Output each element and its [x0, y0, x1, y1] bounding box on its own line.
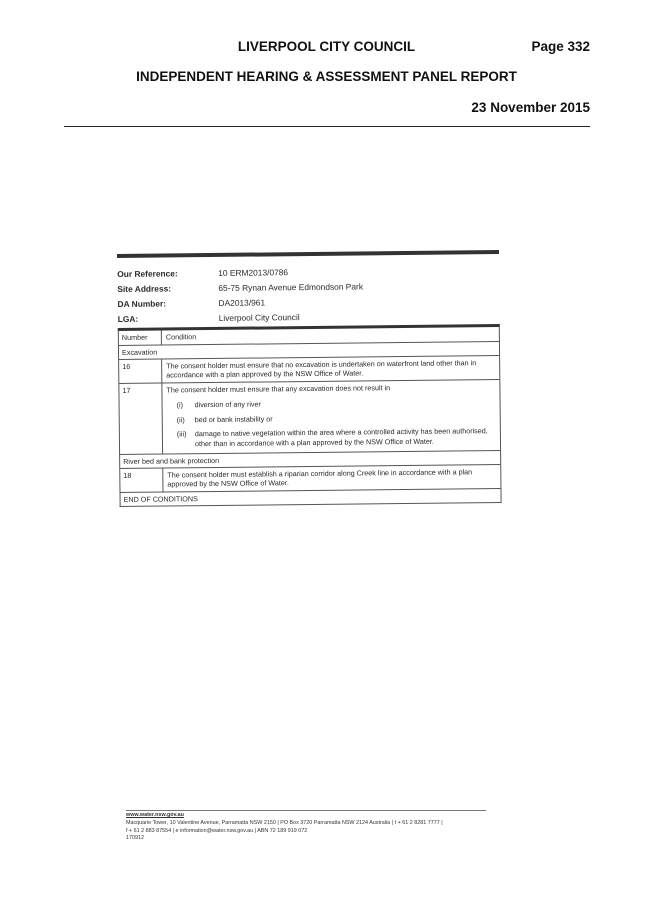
lga-label: LGA:	[117, 313, 139, 324]
sub-item-number: (ii)	[176, 414, 185, 424]
sub-item-text: diversion of any river	[194, 399, 261, 410]
sub-item-number: (i)	[176, 400, 184, 410]
report-title: INDEPENDENT HEARING & ASSESSMENT PANEL R…	[136, 69, 517, 84]
footer-block: www.water.nsw.gov.au Macquarie Tower, 10…	[126, 812, 526, 843]
reference-value: 10 ERM2013/0786	[218, 266, 289, 278]
scanned-conditions-document: Our Reference: 10 ERM2013/0786 Site Addr…	[117, 249, 502, 508]
end-row: END OF CONDITIONS	[121, 489, 501, 506]
condition-number: 16	[119, 359, 163, 384]
sub-item: (iii) damage to native vegetation within…	[167, 426, 496, 449]
footer-divider	[126, 810, 486, 811]
sub-item-text: bed or bank instability or	[194, 413, 273, 424]
sub-item: (i) diversion of any river	[167, 397, 496, 410]
header-divider	[64, 126, 590, 127]
condition-row-17: 17 The consent holder must ensure that a…	[119, 380, 501, 455]
reference-label: Our Reference:	[117, 267, 178, 279]
condition-number: 17	[119, 383, 164, 454]
condition-cell: The consent holder must ensure that any …	[162, 380, 500, 453]
footer-address: Macquarie Tower, 10 Valentine Avenue, Pa…	[126, 819, 443, 826]
lga-value: Liverpool City Council	[218, 311, 300, 323]
condition-number: 18	[120, 468, 164, 493]
footer-code: 170912	[126, 835, 144, 842]
da-number-value: DA2013/961	[218, 296, 266, 308]
site-address-label: Site Address:	[117, 282, 172, 294]
conditions-table: Number Condition Excavation 16 The conse…	[117, 323, 502, 508]
reference-block: Our Reference: 10 ERM2013/0786 Site Addr…	[117, 262, 500, 326]
sub-item: (ii) bed or bank instability or	[167, 412, 496, 425]
condition-text: The consent holder must ensure that any …	[166, 383, 391, 395]
page-number: Page 332	[531, 39, 590, 54]
site-address-value: 65-75 Rynan Avenue Edmondson Park	[218, 280, 364, 293]
section-title: River bed and bank protection	[123, 455, 220, 466]
report-date: 23 November 2015	[471, 100, 590, 115]
footer-contact: f + 61 2 883 87554 | e information@water…	[126, 827, 308, 834]
council-title: LIVERPOOL CITY COUNCIL	[237, 39, 416, 54]
number-column-header: Number	[118, 330, 162, 345]
sub-item-text: damage to native vegetation within the a…	[194, 426, 488, 449]
condition-text: The consent holder must establish a ripa…	[167, 467, 473, 489]
section-title: Excavation	[121, 347, 158, 357]
condition-text: The consent holder must ensure that no e…	[166, 357, 477, 380]
sub-item-number: (iii)	[176, 429, 187, 439]
lga-row: LGA: Liverpool City Council	[118, 307, 500, 326]
document-top-bar	[117, 249, 500, 258]
da-number-label: DA Number:	[117, 297, 167, 309]
footer-url: www.water.nsw.gov.au	[126, 812, 184, 818]
end-of-conditions: END OF CONDITIONS	[123, 494, 198, 505]
